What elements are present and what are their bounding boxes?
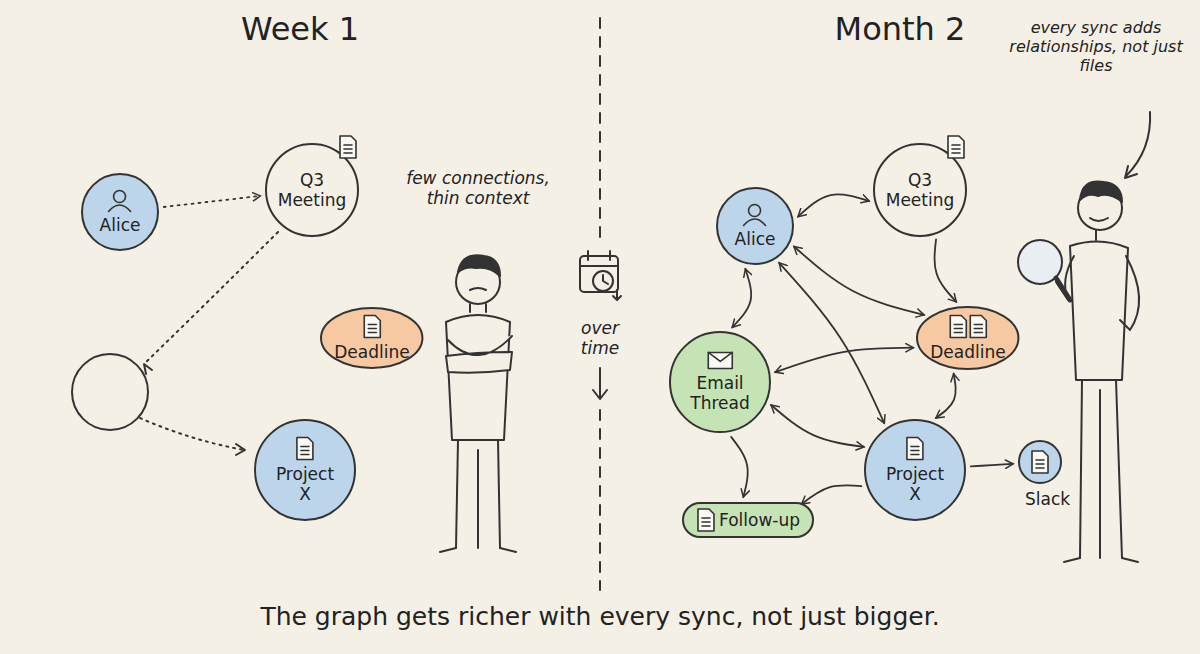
node-content: Email Thread [690, 350, 749, 413]
divider-line [599, 410, 601, 590]
entity-blob: Deadline [319, 306, 424, 370]
dotted-link [144, 232, 278, 364]
doc-icon [905, 435, 925, 461]
node-outline [715, 186, 795, 266]
relationship-arrow [732, 269, 751, 327]
annotation: every sync adds relationships, not just … [1001, 18, 1191, 76]
outline [82, 174, 158, 250]
divider-line [599, 18, 601, 240]
panel-heading: Month 2 [770, 10, 1030, 48]
relationship-arrow [798, 194, 869, 216]
arrow-head [144, 364, 152, 374]
node-label: Q3 Meeting [278, 170, 347, 210]
entity-circle: Slack [1017, 439, 1063, 485]
node-label: Project X [886, 464, 944, 504]
relationship-arrow [802, 485, 862, 504]
node-content: Project X [276, 435, 334, 504]
doc-badge [946, 134, 966, 164]
entity-circle: Alice [715, 186, 795, 266]
relationship-arrow [775, 348, 913, 373]
node-label: Project X [276, 464, 334, 504]
doc-icon [946, 134, 966, 160]
relationship-arrow [971, 464, 1013, 467]
time-arrow [593, 368, 607, 399]
relationship-arrow [731, 437, 748, 497]
node-content: Q3 Meeting [886, 170, 955, 210]
relationship-arrow [936, 374, 956, 418]
empty-node [72, 354, 148, 430]
node-label: Deadline [334, 342, 409, 362]
node-content: Deadline [334, 313, 409, 362]
node-label: Email Thread [690, 373, 749, 413]
entity-blob: Deadline [915, 305, 1020, 371]
person-icon [742, 202, 768, 226]
doc-icon [696, 507, 716, 533]
doc-icon [1030, 449, 1050, 475]
entity-circle: Alice [80, 172, 160, 252]
relationship-arrow [935, 239, 957, 301]
doc-icon [362, 313, 382, 339]
entity-circle: Email Thread [668, 330, 772, 434]
relationship-arrow [771, 405, 864, 447]
node-label: Slack [1025, 489, 1055, 509]
arrow-head [236, 444, 245, 455]
outline [670, 332, 770, 432]
node-label: Q3 Meeting [886, 170, 955, 210]
caption: The graph gets richer with every sync, n… [20, 602, 1180, 631]
entity-pill: Follow-up [681, 501, 815, 539]
skeptical-person [440, 255, 516, 552]
node-content: Q3 Meeting [278, 170, 347, 210]
person-icon [107, 188, 133, 212]
doc-icon [295, 435, 315, 461]
arrow-head [1125, 166, 1137, 178]
outline [717, 188, 793, 264]
dotted-link [140, 418, 244, 450]
node-label: Follow-up [719, 510, 800, 530]
node-content: Deadline [930, 313, 1005, 362]
entity-circle: Q3 Meeting [264, 142, 360, 238]
node-outline [80, 172, 160, 252]
annotation: over time [567, 318, 633, 359]
node-content [1030, 449, 1050, 475]
entity-circle: Project X [863, 418, 967, 522]
outline [917, 307, 1018, 369]
calendar-icon [580, 251, 621, 300]
outline [255, 420, 355, 520]
entity-circle: Q3 Meeting [872, 142, 968, 238]
annotation: few connections, thin context [393, 168, 563, 209]
outline [683, 503, 813, 537]
relationship-arrow [779, 263, 884, 423]
entity-circle: Project X [253, 418, 357, 522]
node-label: Alice [100, 215, 141, 235]
panel-heading: Week 1 [170, 10, 430, 48]
node-content: Alice [735, 202, 776, 249]
relationship-arrow [164, 196, 261, 207]
relationship-arrow [794, 246, 924, 314]
leader-line [1126, 112, 1150, 176]
node-content: Alice [100, 188, 141, 235]
outline [1019, 441, 1061, 483]
mail-icon [706, 350, 734, 370]
curious-person [1018, 181, 1139, 562]
node-label: Alice [735, 229, 776, 249]
node-label: Deadline [930, 342, 1005, 362]
node-content: Project X [886, 435, 944, 504]
doc-icon [338, 134, 358, 160]
node-content: Follow-up [696, 507, 800, 533]
doc-badge [338, 134, 358, 164]
outline [321, 308, 422, 368]
outline [865, 420, 965, 520]
doc2-icon [948, 313, 988, 339]
